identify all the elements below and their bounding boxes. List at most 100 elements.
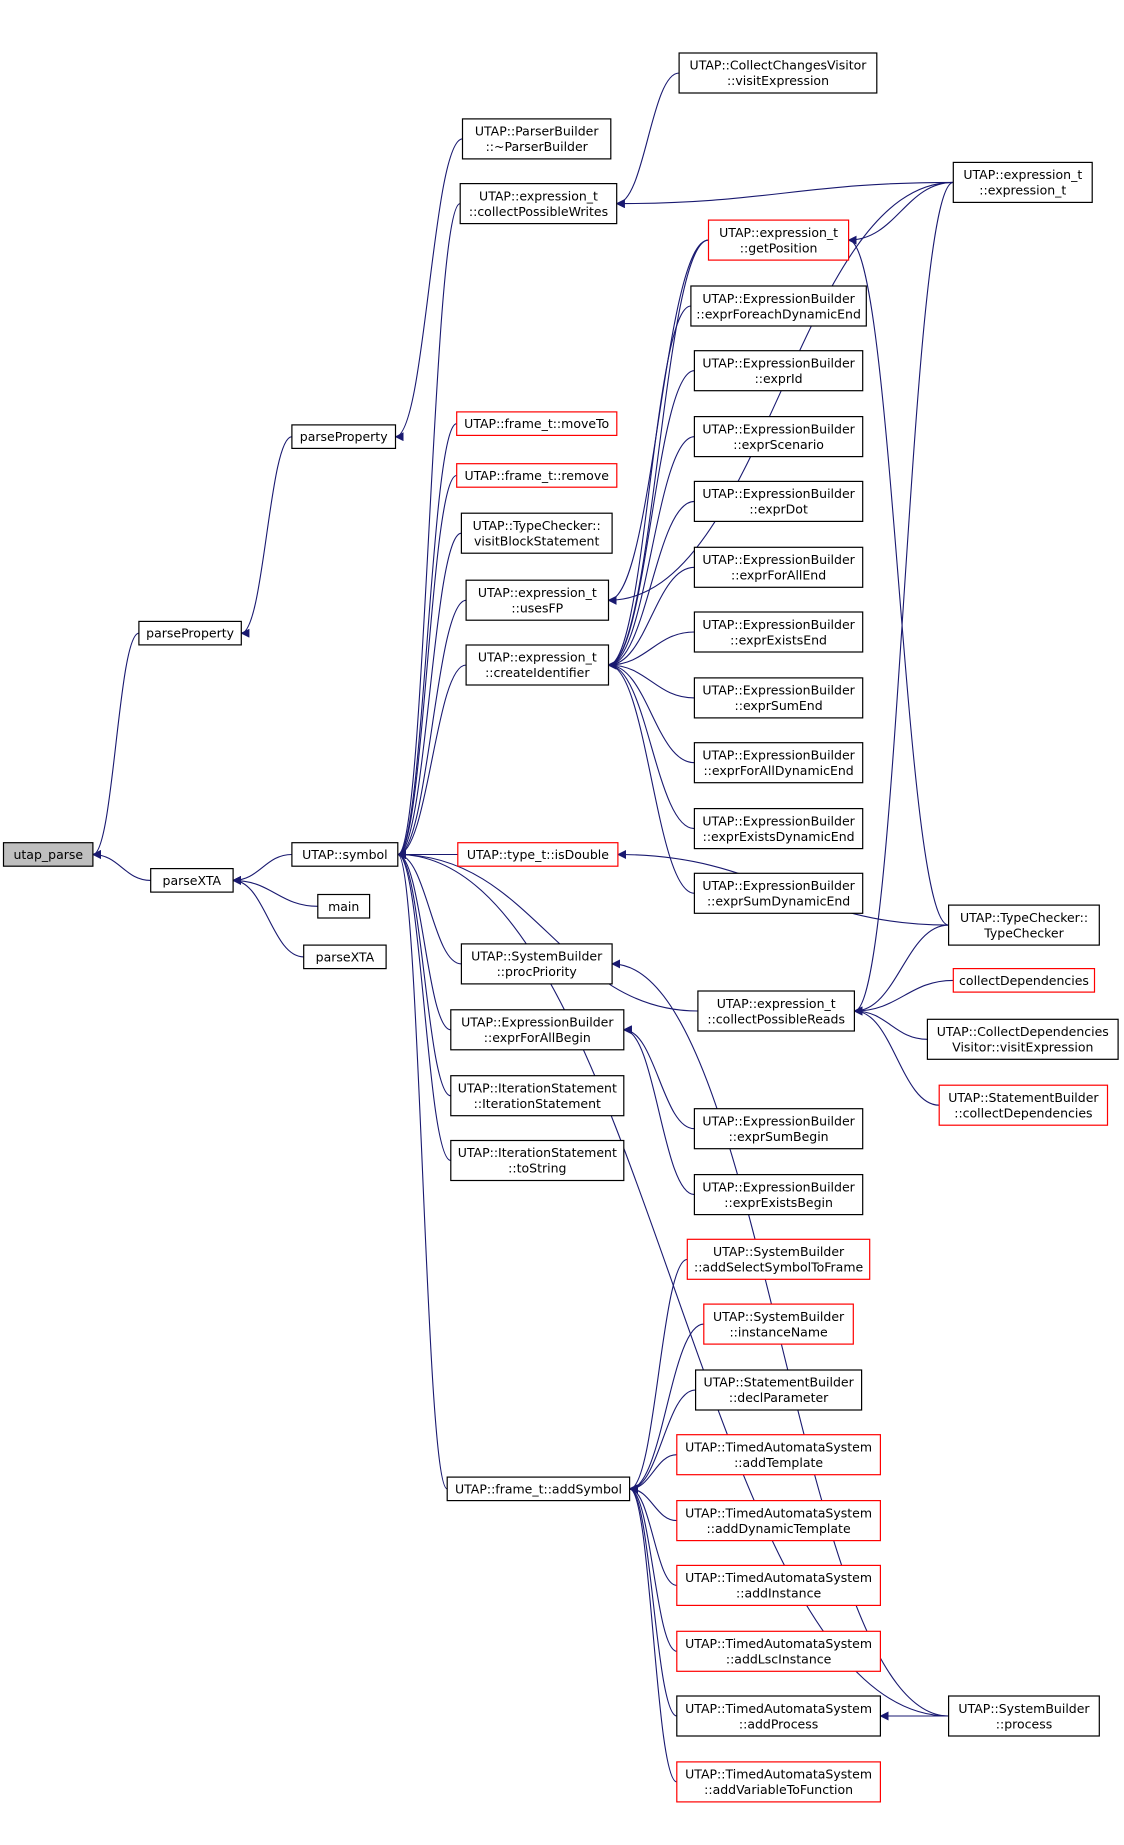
call-edge (396, 850, 452, 1162)
call-edge-path (396, 664, 467, 859)
call-edge (615, 181, 954, 209)
node-layer: utap_parse parseXTA parseProperty parseProp… (2, 52, 1119, 1803)
graph-node-expr-scenario[interactable]: UTAP::ExpressionBuilder::exprScenario (693, 416, 864, 458)
node-box (457, 842, 619, 867)
graph-node-move-to[interactable]: UTAP::frame_t::moveTo (456, 411, 618, 436)
graph-node-create-identifier[interactable]: UTAP::expression_t::createIdentifier (465, 644, 610, 686)
graph-node-is-double[interactable]: UTAP::type_t::isDouble (457, 842, 619, 867)
graph-node-expression-ctor[interactable]: UTAP::expression_t::expression_t (952, 161, 1093, 203)
graph-node-add-instance[interactable]: UTAP::TimedAutomataSystem::addInstance (676, 1564, 881, 1607)
call-edge (396, 850, 451, 1031)
node-label: ::process (996, 1716, 1052, 1731)
graph-node-parse-xta1[interactable]: parseXTA (150, 867, 234, 893)
graph-node-statement-builder-collect-dependencies[interactable]: UTAP::StatementBuilder::collectDependenc… (938, 1084, 1109, 1126)
graph-node-add-variable-to-function[interactable]: UTAP::TimedAutomataSystem::addVariableTo… (676, 1761, 881, 1803)
node-label: ::collectDependencies (954, 1105, 1092, 1120)
node-label: ::exprExistsBegin (724, 1195, 833, 1210)
node-label: UTAP::ParserBuilder (475, 124, 600, 139)
call-edge-path (607, 370, 695, 670)
node-label: collectDependencies (959, 973, 1089, 988)
graph-node-parse-property2[interactable]: parseProperty (291, 424, 397, 449)
graph-node-iteration-statement-ctor[interactable]: UTAP::IterationStatement::IterationState… (450, 1075, 625, 1117)
graph-node-collect-possible-writes[interactable]: UTAP::expression_t::collectPossibleWrite… (459, 183, 618, 225)
node-label: UTAP::ExpressionBuilder (702, 813, 855, 828)
graph-node-expr-for-all-begin[interactable]: UTAP::ExpressionBuilder::exprForAllBegin (450, 1009, 625, 1051)
node-box (676, 1630, 881, 1672)
node-label: TypeChecker (983, 925, 1064, 940)
call-edge-path (853, 1006, 940, 1106)
call-edge-path (847, 181, 954, 245)
graph-node-add-lsc-instance[interactable]: UTAP::TimedAutomataSystem::addLscInstanc… (676, 1630, 881, 1672)
graph-node-expr-sum-dynamic-end[interactable]: UTAP::ExpressionBuilder::exprSumDynamicE… (693, 872, 864, 914)
node-label: ::exprScenario (733, 437, 824, 452)
node-box (947, 904, 1100, 946)
graph-node-add-symbol[interactable]: UTAP::frame_t::addSymbol (446, 1476, 631, 1502)
node-label: ::exprSumEnd (735, 698, 823, 713)
graph-node-get-position[interactable]: UTAP::expression_t::getPosition (707, 219, 850, 261)
graph-node-decl-parameter[interactable]: UTAP::StatementBuilder::declParameter (694, 1369, 863, 1411)
graph-node-visit-expression[interactable]: UTAP::CollectChangesVisitor::visitExpres… (678, 52, 878, 94)
graph-node-collect-dependencies[interactable]: collectDependencies (952, 967, 1096, 993)
graph-node-parser-builder-dtor[interactable]: UTAP::ParserBuilder::~ParserBuilder (461, 118, 612, 160)
node-label: ::addInstance (736, 1586, 821, 1601)
node-label: parseXTA (316, 949, 375, 964)
graph-node-symbol[interactable]: UTAP::symbol (291, 842, 399, 867)
node-label: ::exprId (755, 371, 803, 386)
node-label: UTAP::IterationStatement (458, 1081, 617, 1096)
call-edge (396, 532, 462, 859)
node-box (693, 611, 864, 653)
node-box (465, 644, 610, 686)
graph-node-expr-for-all-end[interactable]: UTAP::ExpressionBuilder::exprForAllEnd (693, 546, 864, 588)
graph-node-add-dynamic-template[interactable]: UTAP::TimedAutomataSystem::addDynamicTem… (676, 1499, 881, 1542)
graph-node-expr-exists-dynamic-end[interactable]: UTAP::ExpressionBuilder::exprExistsDynam… (693, 807, 864, 850)
graph-node-uses-fp[interactable]: UTAP::expression_t::usesFP (465, 579, 610, 621)
graph-node-type-checker-ctor[interactable]: UTAP::TypeChecker::TypeChecker (947, 904, 1100, 946)
graph-node-expr-foreach-dynamic-end[interactable]: UTAP::ExpressionBuilder::exprForeachDyna… (690, 285, 867, 327)
graph-node-collect-dependencies-visitor[interactable]: UTAP::CollectDependenciesVisitor::visitE… (926, 1018, 1119, 1060)
node-box (450, 1139, 625, 1182)
node-label: Visitor::visitExpression (952, 1040, 1093, 1055)
node-label: UTAP::SystemBuilder (713, 1244, 845, 1259)
graph-node-expr-exists-begin[interactable]: UTAP::ExpressionBuilder::exprExistsBegin (693, 1173, 864, 1216)
graph-node-expr-id[interactable]: UTAP::ExpressionBuilder::exprId (693, 350, 864, 392)
graph-node-collect-possible-reads[interactable]: UTAP::expression_t::collectPossibleReads (697, 990, 856, 1032)
node-label: ::exprForeachDynamicEnd (696, 306, 861, 321)
graph-node-main[interactable]: main (317, 893, 371, 919)
call-edge-path (628, 1484, 678, 1717)
call-edge (853, 181, 954, 1016)
graph-node-expr-sum-end[interactable]: UTAP::ExpressionBuilder::exprSumEnd (693, 677, 864, 719)
node-label: UTAP::ExpressionBuilder (702, 356, 855, 371)
node-label: UTAP::TimedAutomataSystem (685, 1636, 872, 1651)
node-label: ::addProcess (739, 1716, 818, 1731)
node-label: ::collectPossibleWrites (469, 204, 608, 219)
node-box (693, 872, 864, 914)
graph-node-parse-xta2[interactable]: parseXTA (303, 944, 387, 970)
graph-node-instance-name[interactable]: UTAP::SystemBuilder::instanceName (703, 1303, 854, 1345)
graph-node-add-process[interactable]: UTAP::TimedAutomataSystem::addProcess (676, 1695, 881, 1737)
call-edge (396, 850, 698, 1012)
graph-node-remove[interactable]: UTAP::frame_t::remove (456, 463, 618, 488)
graph-node-add-template[interactable]: UTAP::TimedAutomataSystem::addTemplate (676, 1434, 881, 1476)
node-label: UTAP::ExpressionBuilder (702, 617, 855, 632)
node-label: ::exprSumDynamicEnd (707, 894, 850, 909)
node-label: UTAP::ExpressionBuilder (702, 486, 855, 501)
node-label: UTAP::CollectDependencies (937, 1024, 1109, 1039)
graph-node-visit-block-statement[interactable]: UTAP::TypeChecker::visitBlockStatement (460, 512, 613, 554)
call-edge-path (607, 181, 954, 605)
graph-node-expr-for-all-dynamic-end[interactable]: UTAP::ExpressionBuilder::exprForAllDynam… (693, 742, 864, 784)
graph-node-parse-property1[interactable]: parseProperty (138, 620, 242, 646)
node-label: UTAP::TimedAutomataSystem (685, 1440, 872, 1455)
graph-node-iteration-statement-to-string[interactable]: UTAP::IterationStatement::toString (450, 1139, 625, 1182)
graph-node-utap-parse[interactable]: utap_parse (2, 842, 94, 867)
call-edge-path (628, 1323, 704, 1494)
node-box (697, 990, 856, 1032)
graph-node-proc-priority[interactable]: UTAP::SystemBuilder::procPriority (460, 943, 613, 985)
graph-node-expr-sum-begin[interactable]: UTAP::ExpressionBuilder::exprSumBegin (693, 1108, 864, 1150)
graph-node-add-select-symbol-to-frame[interactable]: UTAP::SystemBuilder::addSelectSymbolToFr… (686, 1238, 871, 1280)
call-edge-path (396, 423, 457, 859)
graph-node-expr-exists-end[interactable]: UTAP::ExpressionBuilder::exprExistsEnd (693, 611, 864, 653)
node-label: ::exprExistsEnd (730, 632, 827, 647)
call-edge-path (92, 632, 140, 859)
graph-node-system-builder-process[interactable]: UTAP::SystemBuilder::process (947, 1695, 1100, 1737)
graph-node-expr-dot[interactable]: UTAP::ExpressionBuilder::exprDot (693, 480, 864, 522)
